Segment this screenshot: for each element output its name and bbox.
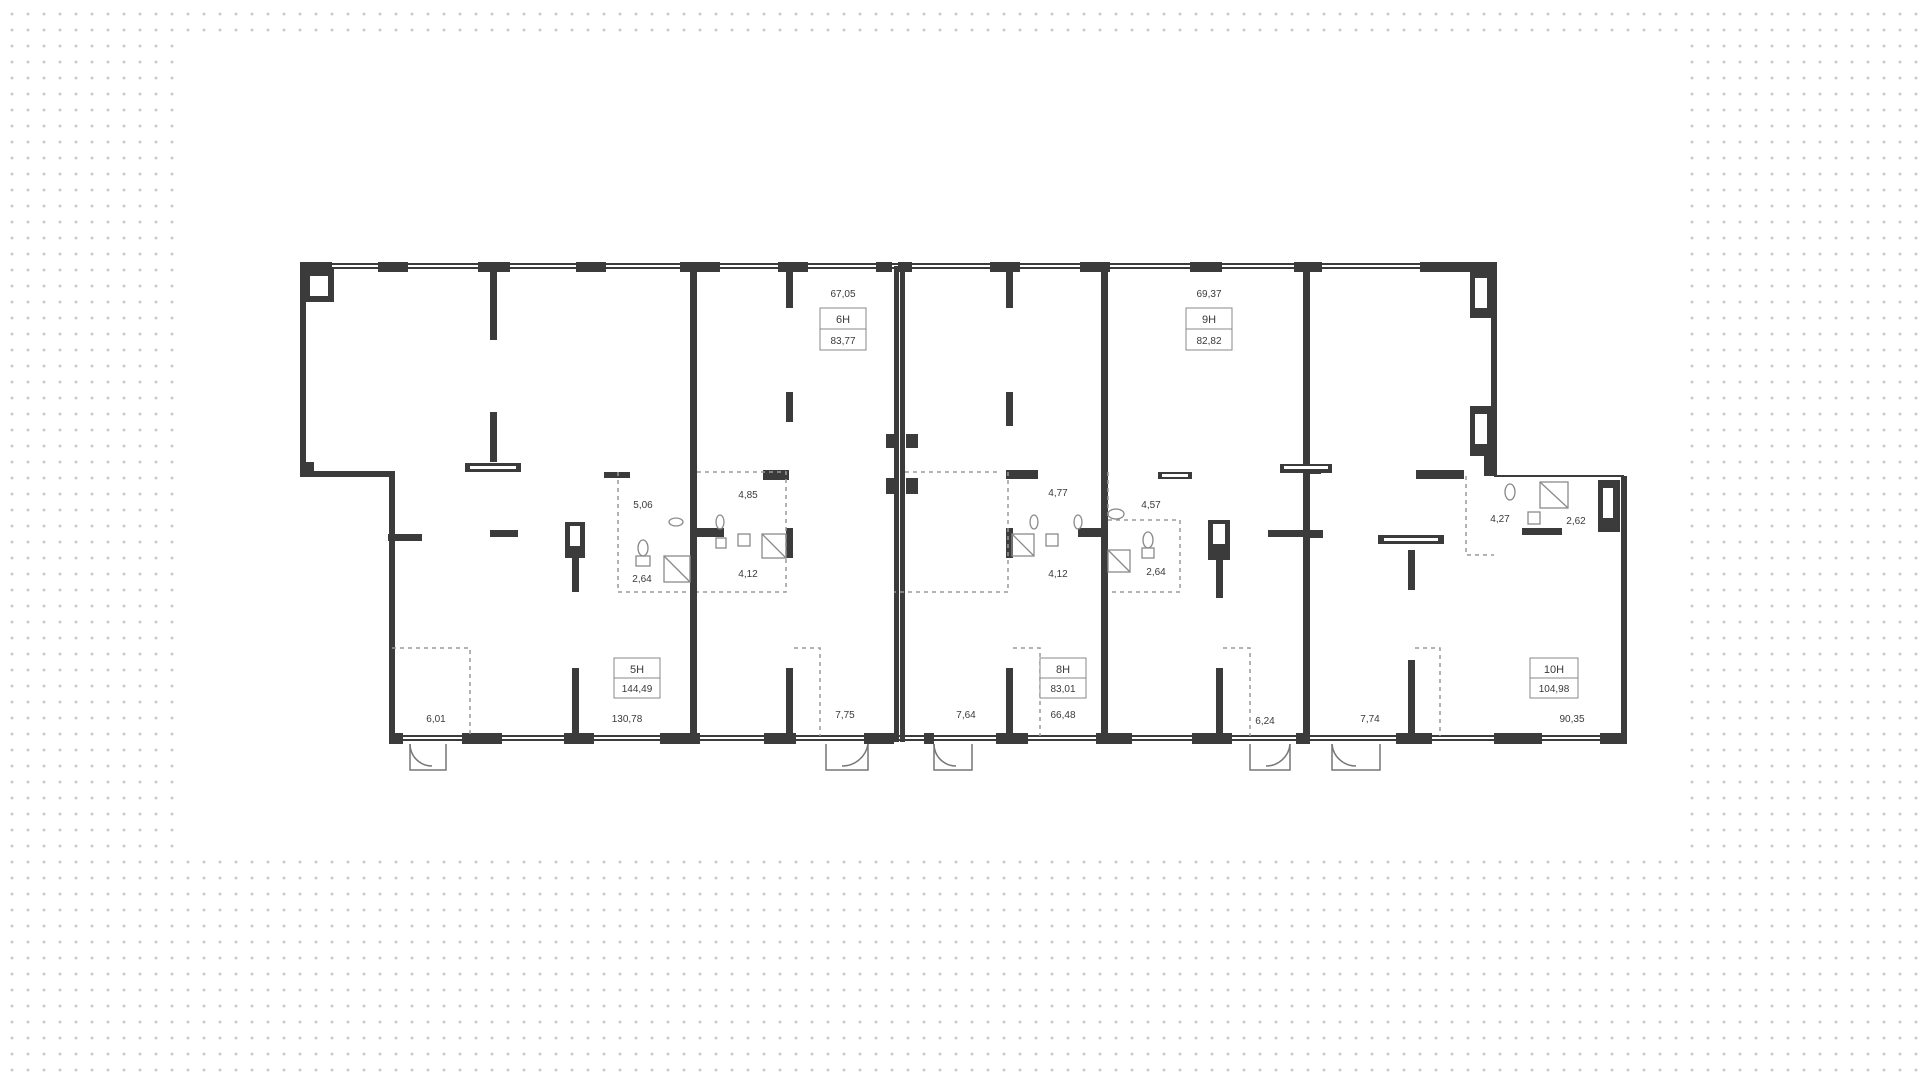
unit-code: 9Н — [1202, 314, 1216, 326]
room-area: 90,35 — [1559, 714, 1584, 725]
unit-code: 10Н — [1544, 664, 1564, 676]
unit-label-8h: 8Н 83,01 — [1039, 657, 1087, 699]
outer-walls — [300, 268, 1627, 740]
unit-area: 82,82 — [1196, 336, 1221, 347]
unit-labels: 5Н 144,49 6Н 83,77 8Н 83,01 9Н 82,82 10Н… — [613, 307, 1579, 699]
unit-label-5h: 5Н 144,49 — [613, 657, 661, 699]
room-area: 2,64 — [632, 574, 652, 585]
room-area: 2,64 — [1146, 567, 1166, 578]
room-area: 67,05 — [830, 289, 855, 300]
room-area: 4,12 — [738, 569, 758, 580]
room-area: 6,24 — [1255, 716, 1275, 727]
room-area: 4,77 — [1048, 488, 1068, 499]
room-area: 4,57 — [1141, 500, 1161, 511]
unit-label-6h: 6Н 83,77 — [819, 307, 867, 351]
plan-background — [182, 40, 1690, 860]
room-area: 66,48 — [1050, 710, 1075, 721]
unit-label-10h: 10Н 104,98 — [1529, 657, 1579, 699]
column-notches — [470, 278, 1613, 546]
unit-area: 83,01 — [1050, 684, 1075, 695]
room-area: 4,27 — [1490, 514, 1510, 525]
entrance-doors — [409, 743, 1381, 771]
unit-area: 144,49 — [622, 684, 653, 695]
room-area: 7,64 — [956, 710, 976, 721]
room-area: 2,62 — [1566, 516, 1586, 527]
room-labels: 130,78 6,01 5,06 2,64 67,05 4,85 4,12 7,… — [426, 289, 1586, 727]
unit-code: 5Н — [630, 664, 644, 676]
room-area: 69,37 — [1196, 289, 1221, 300]
unit-area: 104,98 — [1539, 684, 1570, 695]
room-area: 4,85 — [738, 490, 758, 501]
room-area: 4,12 — [1048, 569, 1068, 580]
unit-area: 83,77 — [830, 336, 855, 347]
unit-code: 8Н — [1056, 664, 1070, 676]
wet-zones — [392, 471, 1494, 736]
outer-walls-thin — [300, 263, 1627, 741]
party-walls — [690, 266, 1310, 742]
bottom-wall-piers — [389, 733, 1627, 744]
room-area: 130,78 — [612, 714, 643, 725]
plumbing-fixtures — [635, 481, 1569, 583]
room-area: 6,01 — [426, 714, 446, 725]
room-area: 7,75 — [835, 710, 855, 721]
room-area: 7,74 — [1360, 714, 1380, 725]
room-area: 5,06 — [633, 500, 653, 511]
unit-code: 6Н — [836, 314, 850, 326]
columns — [388, 268, 1620, 738]
unit-label-9h: 9Н 82,82 — [1185, 307, 1233, 351]
